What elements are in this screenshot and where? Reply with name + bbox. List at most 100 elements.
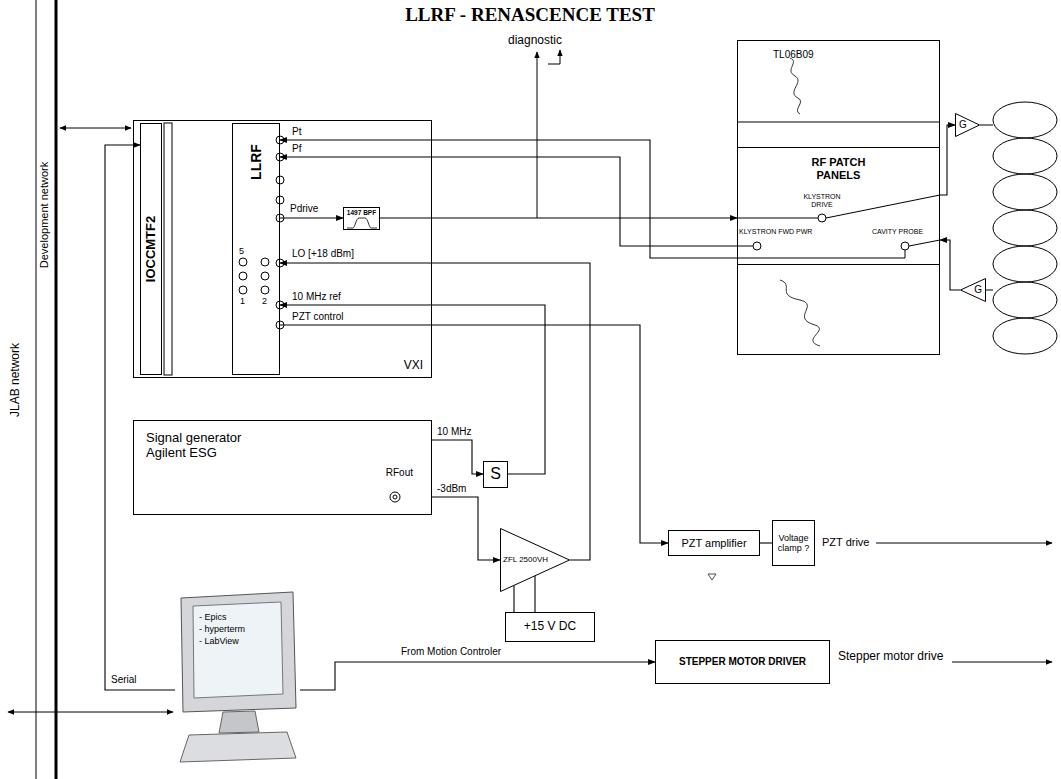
node-text: RF PATCH PANELS bbox=[789, 156, 889, 181]
rf-amplifier: ZFL 2500VH bbox=[500, 528, 570, 592]
decor-stroke bbox=[261, 272, 269, 280]
signal-label: 10 MHz ref bbox=[292, 291, 341, 303]
edge-label: From Motion Controler bbox=[400, 646, 502, 658]
signal-wire bbox=[280, 325, 668, 543]
signal-wire bbox=[940, 125, 955, 195]
signal-label: Stepper motor drive bbox=[838, 649, 943, 663]
node-text: G bbox=[959, 119, 967, 131]
node-text: 1497 BPF bbox=[344, 209, 379, 216]
signal-wire bbox=[534, 576, 535, 612]
node-text: VXI bbox=[404, 359, 423, 373]
monitor-outline bbox=[175, 590, 300, 765]
node-text: - hyperterm bbox=[199, 624, 245, 634]
decor-stroke bbox=[986, 290, 993, 291]
decor-stroke bbox=[993, 102, 1057, 138]
signal-label: Pf bbox=[292, 143, 301, 155]
decor-stroke bbox=[239, 258, 247, 266]
signal-wire bbox=[940, 240, 960, 290]
decor-stroke bbox=[737, 218, 818, 219]
signal-wire bbox=[280, 140, 737, 258]
signal-wire bbox=[280, 305, 545, 474]
node-text: - Epics bbox=[199, 612, 227, 622]
decor-stroke bbox=[818, 214, 826, 222]
shape-part bbox=[956, 114, 980, 137]
triangle-outline bbox=[960, 278, 986, 302]
decor-stroke bbox=[790, 58, 801, 114]
signal-label: 5 bbox=[239, 246, 244, 257]
decor-stroke bbox=[55, 0, 58, 779]
decor-stroke bbox=[826, 195, 940, 218]
decor-stroke bbox=[261, 286, 269, 294]
signal-label: 1 bbox=[240, 296, 245, 307]
decor-stroke bbox=[876, 543, 1052, 544]
amplifier-g: G bbox=[955, 113, 980, 137]
node-text: - LabView bbox=[199, 636, 239, 646]
signal-label: LO [+18 dBm] bbox=[292, 248, 354, 260]
signal-wire bbox=[280, 263, 590, 560]
decor-stroke bbox=[737, 122, 940, 123]
decor-stroke bbox=[36, 0, 37, 779]
diagnostic-tap bbox=[537, 50, 560, 218]
diagram-title: LLRF - RENASCENCE TEST bbox=[405, 4, 655, 26]
node-text: LLRF bbox=[248, 144, 264, 180]
node-text: ZFL 2500VH bbox=[503, 555, 548, 564]
decor-stroke bbox=[993, 282, 1057, 318]
shape-part bbox=[181, 592, 296, 712]
signal-label: 2 bbox=[262, 296, 267, 307]
stepper-driver: STEPPER MOTOR DRIVER bbox=[655, 640, 830, 684]
triangle-outline bbox=[955, 113, 980, 137]
node-text: RFout bbox=[386, 467, 413, 479]
node-text: TL06B09 bbox=[773, 49, 814, 61]
bpf-curve bbox=[347, 218, 377, 228]
cavity-cells bbox=[993, 102, 1057, 354]
node-text: S bbox=[490, 465, 501, 483]
decor-stroke bbox=[993, 174, 1057, 210]
signal-label: Development network bbox=[38, 162, 51, 268]
node-text: +15 V DC bbox=[524, 620, 576, 634]
decor-stroke bbox=[901, 242, 909, 250]
llrf-ports bbox=[164, 123, 284, 375]
signal-wire bbox=[300, 662, 655, 690]
edge-label: 10 MHz bbox=[436, 426, 472, 438]
signal-wire bbox=[280, 217, 343, 218]
decor-stroke bbox=[164, 123, 172, 375]
signal-wire bbox=[513, 586, 514, 612]
output-arrows bbox=[390, 492, 1052, 662]
signal-generator: Signal generator Agilent ESGRFout bbox=[133, 420, 432, 515]
decor-stroke bbox=[548, 50, 560, 64]
decor-stroke bbox=[952, 662, 1052, 663]
signal-wire bbox=[432, 440, 483, 474]
signal-label: KLYSTRON FWD PWR bbox=[739, 228, 812, 236]
node-text: IOCCMTF2 bbox=[144, 216, 159, 282]
signal-label: JLAB network bbox=[8, 343, 22, 417]
vxi-crate: VXI IOCCMTF2 LLRF 1497 BPF bbox=[133, 120, 432, 378]
decor-stroke bbox=[737, 246, 753, 247]
decor-stroke bbox=[980, 125, 993, 126]
edge-label: Serial bbox=[110, 674, 138, 686]
amplifier-g: G bbox=[960, 278, 986, 302]
signal-label: Pt bbox=[292, 126, 301, 138]
splitter-box: S bbox=[483, 461, 508, 488]
shape-part bbox=[501, 529, 570, 592]
bandpass-filter: 1497 BPF bbox=[343, 207, 380, 230]
decor-stroke bbox=[993, 318, 1057, 354]
network-lines bbox=[8, 0, 173, 779]
decor-stroke bbox=[390, 492, 400, 502]
shape-part bbox=[961, 279, 986, 302]
decor-stroke bbox=[780, 280, 820, 346]
decor-stroke bbox=[8, 712, 173, 713]
decor-stroke bbox=[60, 128, 131, 129]
decor-stroke bbox=[276, 176, 284, 184]
signal-label: CAVITY PROBE bbox=[872, 228, 923, 236]
decor-stroke bbox=[909, 240, 940, 246]
signal-label: Pdrive bbox=[290, 203, 318, 215]
shape-part bbox=[180, 732, 296, 762]
decor-stroke bbox=[239, 286, 247, 294]
pzt-amplifier: PZT amplifier bbox=[668, 530, 760, 556]
node-text: G bbox=[974, 284, 982, 296]
decor-stroke bbox=[347, 218, 377, 228]
computer-monitor: - Epics - hyperterm - LabView bbox=[175, 590, 300, 765]
decor-stroke bbox=[993, 138, 1057, 174]
signal-label: diagnostic bbox=[508, 33, 562, 47]
power-supply: +15 V DC bbox=[505, 612, 595, 642]
